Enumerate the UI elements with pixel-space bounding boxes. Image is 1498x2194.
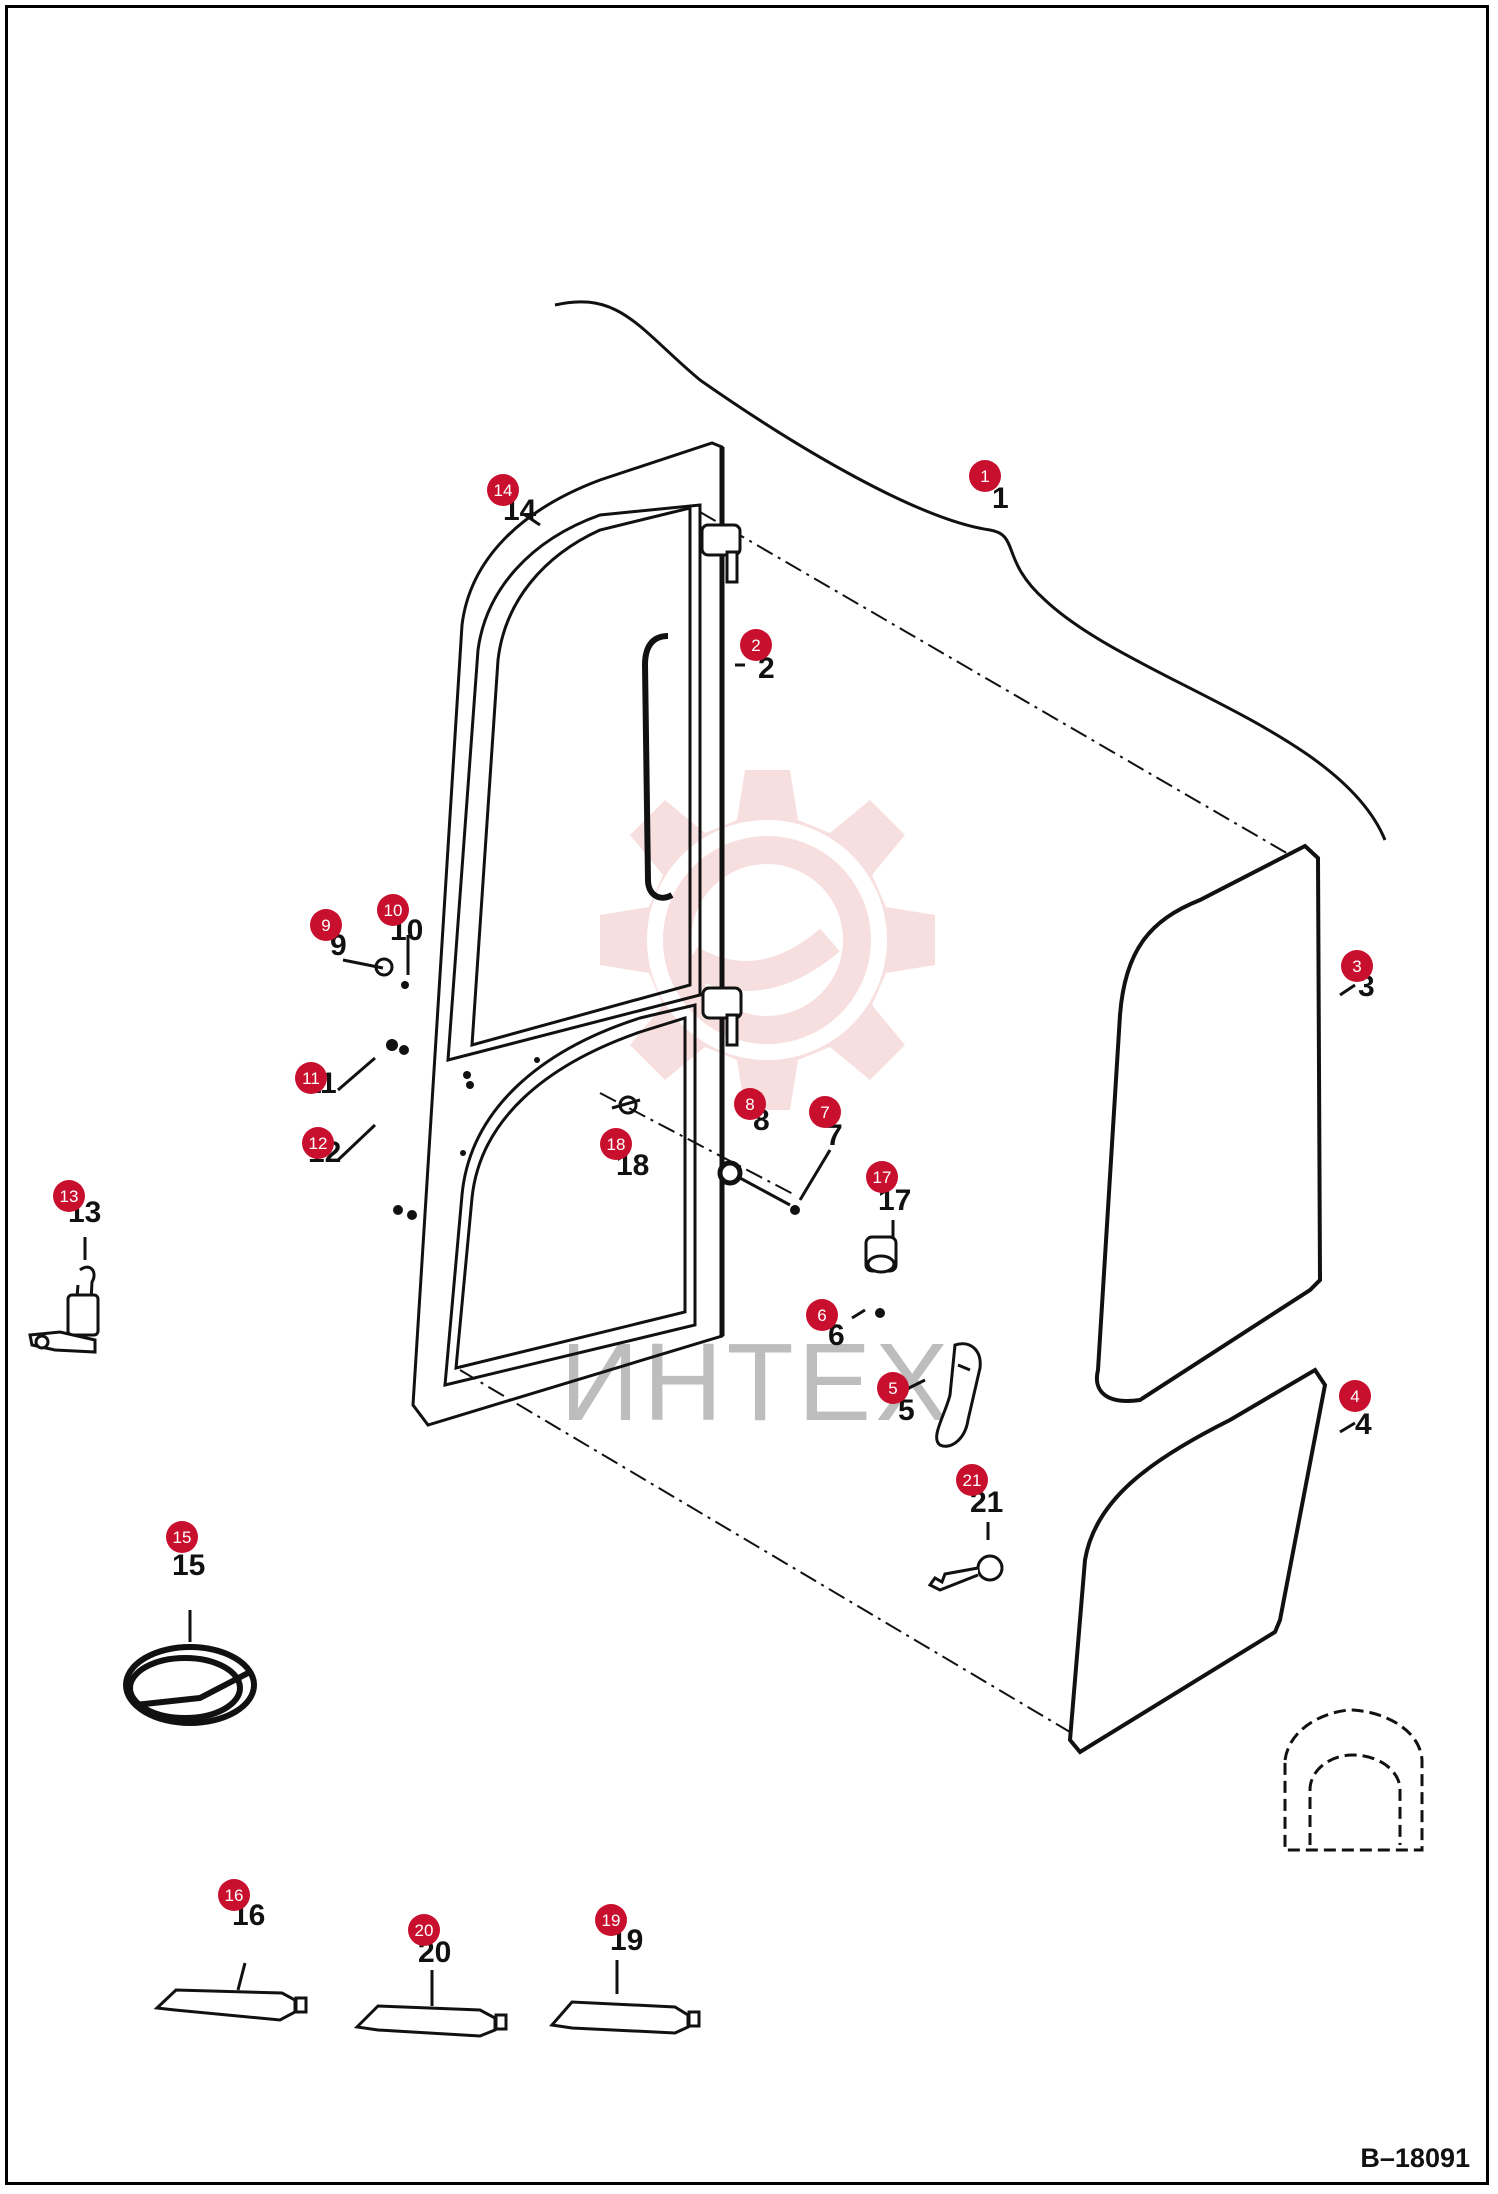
callout-badge-12[interactable]: 12 — [302, 1127, 334, 1159]
callout-badge-15[interactable]: 15 — [166, 1521, 198, 1553]
callout-number-5: 5 — [898, 1394, 915, 1427]
key-icon — [927, 1554, 1004, 1592]
callout-badge-2[interactable]: 2 — [740, 629, 772, 661]
door-handle-icon — [935, 1342, 982, 1448]
callout-badge-16[interactable]: 16 — [218, 1879, 250, 1911]
callout-badge-14[interactable]: 14 — [487, 474, 519, 506]
svg-text:21: 21 — [963, 1471, 982, 1490]
cab-symbol-icon — [1283, 1708, 1424, 1852]
svg-text:8: 8 — [745, 1095, 754, 1114]
window-panel-lower — [1067, 1367, 1328, 1755]
callout-badge-7[interactable]: 7 — [809, 1096, 841, 1128]
alignment-lines — [459, 511, 1291, 1736]
leader-lines — [83, 513, 1356, 2006]
window-panel-upper — [1094, 843, 1323, 1403]
svg-text:7: 7 — [820, 1103, 829, 1122]
seal-coil-icon — [123, 1644, 257, 1726]
diagram-frame — [5, 5, 1489, 2185]
svg-text:20: 20 — [415, 1921, 434, 1940]
callout-badge-5[interactable]: 5 — [877, 1372, 909, 1404]
callout-badge-13[interactable]: 13 — [53, 1180, 85, 1212]
svg-text:9: 9 — [321, 916, 330, 935]
svg-text:14: 14 — [494, 481, 513, 500]
callout-number-15: 15 — [172, 1549, 205, 1582]
callout-badge-10[interactable]: 10 — [377, 894, 409, 926]
svg-text:16: 16 — [225, 1886, 244, 1905]
callout-badges: 1 2 3 4 5 6 7 8 9 10 11 12 13 14 15 16 1… — [53, 460, 1373, 1946]
callout-badge-6[interactable]: 6 — [806, 1299, 838, 1331]
svg-text:1: 1 — [980, 467, 989, 486]
door-frame — [411, 441, 725, 1427]
svg-text:10: 10 — [384, 901, 403, 920]
lock-cylinder-icon — [864, 1235, 898, 1274]
callout-badge-8[interactable]: 8 — [734, 1088, 766, 1120]
watermark-gear-icon — [600, 770, 935, 1110]
latch-assembly-icon — [28, 1265, 100, 1354]
svg-text:11: 11 — [302, 1069, 320, 1088]
callout-badge-1[interactable]: 1 — [969, 460, 1001, 492]
callout-number-1: 1 — [992, 482, 1009, 515]
callout-badge-9[interactable]: 9 — [310, 909, 342, 941]
callout-badge-3[interactable]: 3 — [1341, 950, 1373, 982]
callout-number-7: 7 — [826, 1119, 843, 1152]
cab-roof-outline — [554, 300, 1387, 841]
callout-badge-20[interactable]: 20 — [408, 1914, 440, 1946]
tube-icon — [153, 1988, 701, 2038]
callout-badge-4[interactable]: 4 — [1339, 1380, 1371, 1412]
svg-text:19: 19 — [602, 1911, 621, 1930]
hinge-icon — [700, 523, 743, 1047]
svg-text:12: 12 — [309, 1134, 328, 1153]
svg-text:3: 3 — [1352, 957, 1361, 976]
svg-text:15: 15 — [173, 1528, 192, 1547]
callout-number-2: 2 — [758, 652, 775, 685]
svg-text:17: 17 — [873, 1168, 892, 1187]
callout-badge-17[interactable]: 17 — [866, 1161, 898, 1193]
svg-text:18: 18 — [607, 1135, 626, 1154]
svg-text:13: 13 — [60, 1187, 79, 1206]
svg-text:5: 5 — [888, 1379, 897, 1398]
callout-badge-11[interactable]: 11 — [295, 1062, 327, 1094]
svg-text:2: 2 — [751, 636, 760, 655]
callout-number-4: 4 — [1355, 1408, 1372, 1441]
callout-badge-19[interactable]: 19 — [595, 1904, 627, 1936]
svg-text:6: 6 — [817, 1306, 826, 1325]
callout-badge-21[interactable]: 21 — [956, 1464, 988, 1496]
svg-text:4: 4 — [1350, 1387, 1359, 1406]
callout-badge-18[interactable]: 18 — [600, 1128, 632, 1160]
drawing-reference: B–18091 — [1360, 2143, 1470, 2173]
